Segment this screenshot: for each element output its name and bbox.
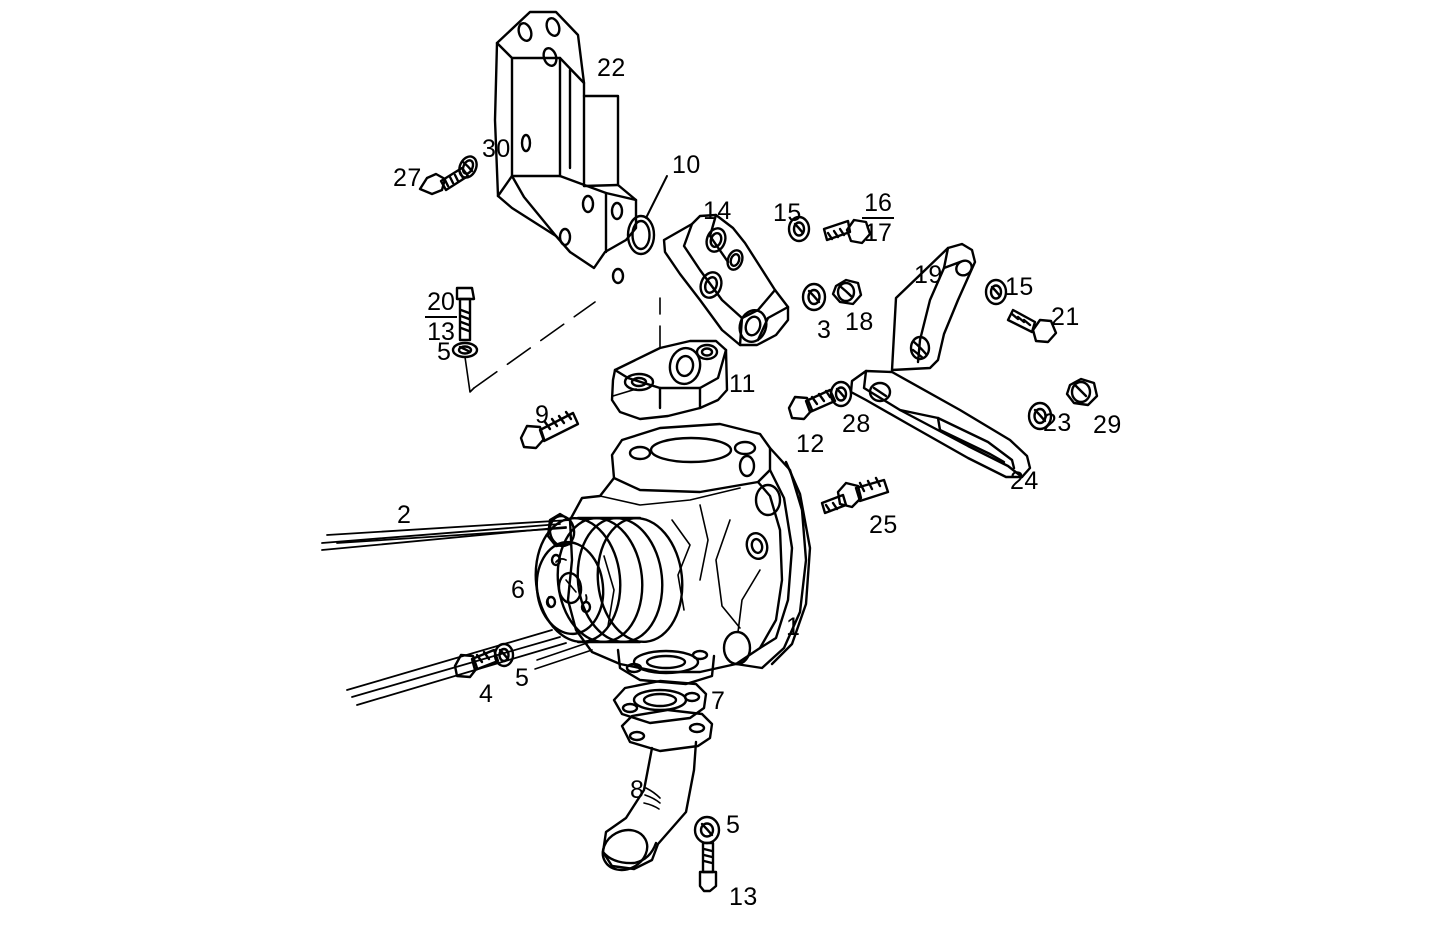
- callout-8: 8: [630, 776, 645, 804]
- part-23-washer: [1027, 401, 1053, 431]
- part-25-stud-bolt: [820, 476, 890, 515]
- part-3-washer: [801, 282, 827, 312]
- callout-16: 16: [864, 189, 892, 217]
- part-14-alternator-bracket: [662, 213, 790, 347]
- callout-3: 3: [817, 316, 832, 344]
- part-28-washer: [829, 380, 853, 408]
- part-5-washer-bottom: [693, 815, 721, 845]
- callout-2: 2: [397, 501, 412, 529]
- part-6-pulley: [534, 516, 684, 644]
- callout-1: 1: [786, 613, 801, 641]
- part-19-support-bracket: [890, 242, 977, 372]
- part-16-17-bolt: [822, 218, 872, 245]
- part-8-inlet-pipe: [601, 708, 714, 872]
- part-10-o-ring: [626, 175, 668, 256]
- callout-28: 28: [842, 410, 871, 438]
- callout-15-a: 15: [773, 199, 802, 227]
- part-5-washer-upper: [451, 301, 596, 393]
- part-4-bolt: [453, 648, 500, 679]
- callout-12: 12: [796, 430, 825, 458]
- part-2-drive-belt: [321, 519, 571, 706]
- callout-10: 10: [672, 151, 701, 179]
- part-13-bolt-bottom: [698, 841, 718, 893]
- callout-11: 11: [729, 370, 756, 398]
- part-15-washer-right: [984, 278, 1008, 306]
- callout-16-17: 16 17: [862, 190, 894, 247]
- callout-15-b: 15: [1005, 273, 1034, 301]
- callout-21: 21: [1051, 303, 1080, 331]
- callout-19: 19: [914, 261, 943, 289]
- part-27-bolt: [418, 166, 470, 196]
- part-20-13-bolt: [455, 286, 476, 342]
- callout-25: 25: [869, 511, 898, 539]
- callout-20-13: 20 13: [425, 289, 457, 346]
- part-1-water-pump-housing: [546, 422, 812, 686]
- part-29-nut: [1065, 377, 1099, 407]
- callout-4: 4: [479, 680, 494, 708]
- part-22-mounting-bracket: [493, 10, 638, 285]
- part-7-gasket: [612, 679, 708, 725]
- callout-13: 13: [729, 883, 758, 911]
- part-21-bolt: [1006, 308, 1058, 344]
- callout-14: 14: [703, 197, 732, 225]
- part-9-bolt: [519, 410, 580, 450]
- callout-27: 27: [393, 164, 422, 192]
- callout-29: 29: [1093, 411, 1122, 439]
- callout-9: 9: [535, 401, 550, 429]
- part-24-adjusting-strap: [849, 369, 1032, 479]
- part-11-flange-adapter: [610, 297, 729, 421]
- fraction-bar: [425, 316, 457, 319]
- callout-20: 20: [427, 288, 455, 316]
- callout-18: 18: [845, 308, 874, 336]
- callout-5-c: 5: [726, 811, 741, 839]
- callout-5-a: 5: [515, 664, 530, 692]
- part-30-washer: [458, 155, 478, 179]
- callout-24: 24: [1010, 467, 1039, 495]
- callout-6: 6: [511, 576, 526, 604]
- part-15-washer-upper: [787, 215, 811, 243]
- callout-13-upper: 13: [427, 318, 455, 347]
- callout-30: 30: [482, 135, 511, 163]
- part-5-washer-lower: [493, 641, 593, 670]
- part-12-bolt: [787, 388, 837, 421]
- callout-5-b: 5: [437, 338, 452, 366]
- callout-23: 23: [1043, 409, 1072, 437]
- part-18-nut: [831, 278, 863, 306]
- callout-22: 22: [597, 54, 626, 82]
- callout-17: 17: [864, 219, 892, 248]
- fraction-bar: [862, 217, 894, 220]
- callout-7: 7: [711, 687, 726, 715]
